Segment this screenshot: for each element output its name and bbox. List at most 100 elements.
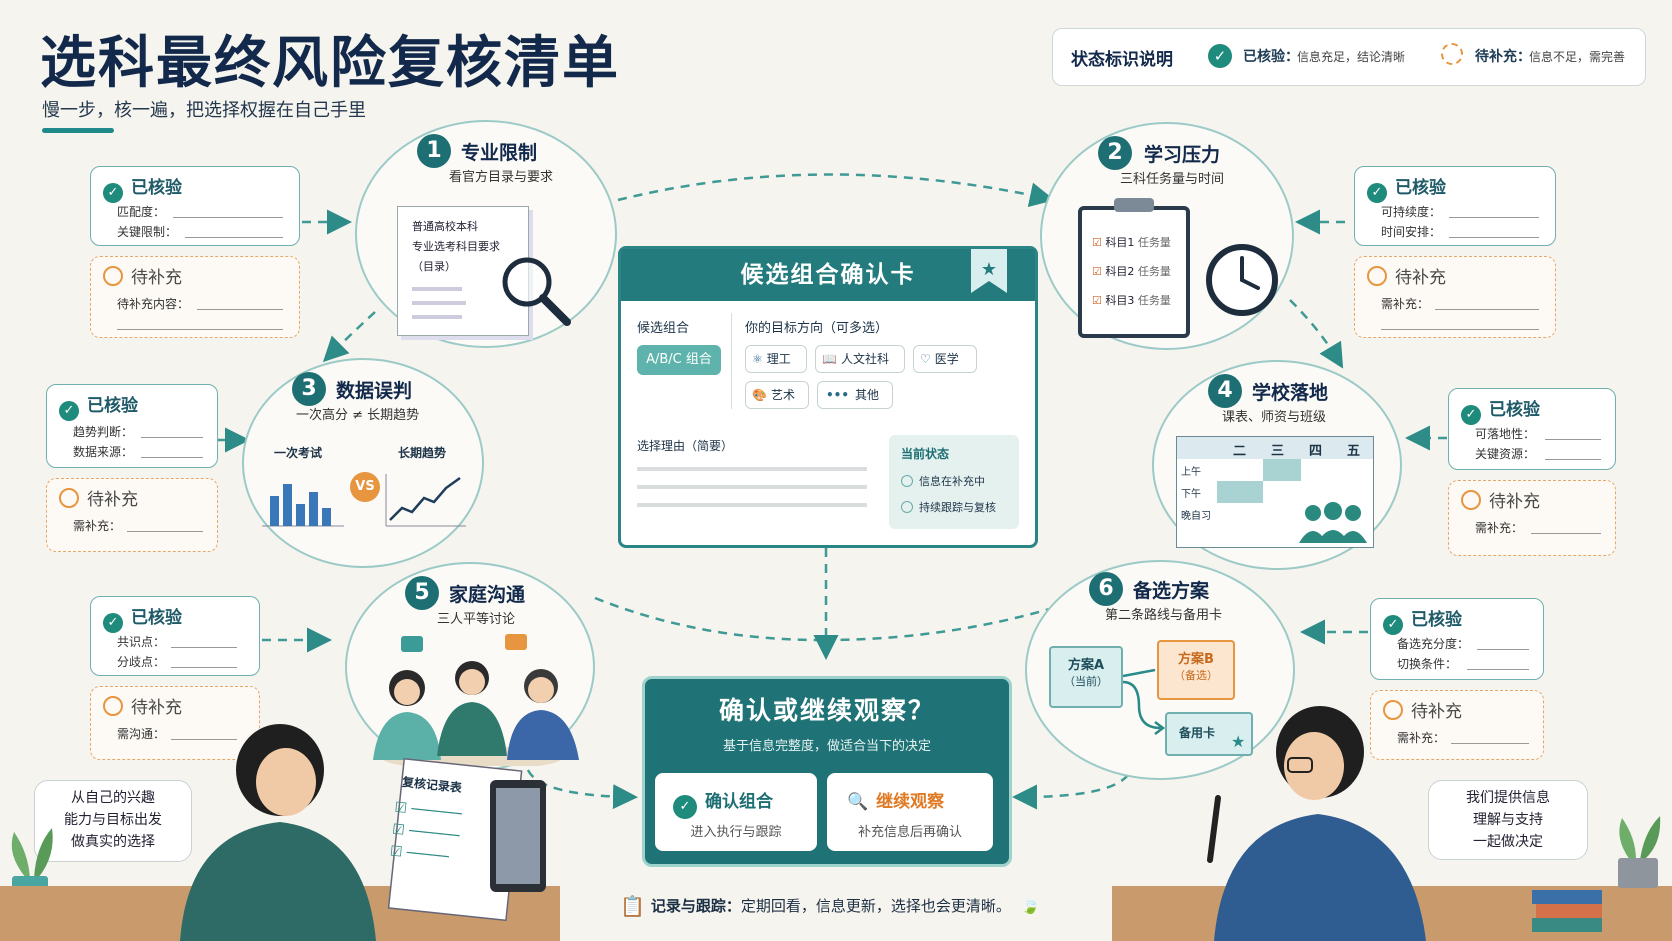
verified-field: 关键资源： bbox=[1475, 447, 1536, 461]
students-group-icon bbox=[1299, 502, 1367, 543]
combo-label: 候选组合 bbox=[637, 321, 690, 336]
status-label: 当前状态 bbox=[901, 447, 950, 461]
student-speech-bubble: 从自己的兴趣 能力与目标出发 做真实的选择 bbox=[34, 780, 192, 862]
step-1-pending-card: 待补充 待补充内容： bbox=[90, 256, 300, 338]
check-icon: ✓ bbox=[1461, 405, 1481, 425]
search-icon: 🔍 bbox=[847, 792, 869, 812]
confirm-sub: 进入执行与跟踪 bbox=[690, 825, 782, 840]
confirm-combo-button[interactable]: ✓确认组合 进入执行与跟踪 bbox=[655, 773, 817, 851]
more-dots-icon: ••• bbox=[826, 388, 850, 402]
check-icon: ✓ bbox=[103, 613, 123, 633]
parent-speech-bubble: 我们提供信息 理解与支持 一起做决定 bbox=[1428, 780, 1588, 860]
weekday-4: 五 bbox=[1347, 444, 1361, 459]
step-6-pending-card: 待补充 需补充： bbox=[1370, 690, 1544, 760]
step-6-verified-card: ✓已核验 备选充分度： 切换条件： bbox=[1370, 598, 1544, 680]
verified-field: 可持续度： bbox=[1381, 205, 1442, 219]
direction-option-medicine[interactable]: ♡医学 bbox=[913, 345, 977, 373]
verified-heading: ✓已核验 bbox=[103, 173, 182, 203]
status-option-1[interactable]: 信息在补充中 bbox=[901, 473, 985, 489]
doc-line-2: 专业选考科目要求 bbox=[412, 240, 500, 253]
pending-field: 需补充： bbox=[1381, 297, 1430, 311]
single-exam-bar-icon bbox=[262, 484, 344, 527]
bubble-line: 做真实的选择 bbox=[71, 834, 155, 850]
step-4-pending-card: 待补充 需补充： bbox=[1448, 480, 1616, 556]
step-4-title: 学校落地 bbox=[1252, 382, 1329, 404]
pending-field: 待补充内容： bbox=[117, 297, 190, 311]
current-status-panel: 当前状态 信息在补充中 持续跟踪与复核 bbox=[889, 435, 1019, 529]
step-2-node: 2 学习压力 三科任务量与时间 ☑ 科目1 任务量 ☑ 科目2 任务量 ☑ 科目… bbox=[1040, 122, 1294, 350]
branch-arrow-icon bbox=[1123, 668, 1166, 735]
pending-ring-icon bbox=[1441, 43, 1463, 65]
direction-label: 你的目标方向（可多选） bbox=[745, 321, 889, 336]
step-1-node: 1 专业限制 看官方目录与要求 普通高校本科 专业选考科目要求 （目录） bbox=[355, 120, 617, 348]
backup-label: 备用卡 bbox=[1179, 726, 1216, 740]
trend-line-icon bbox=[385, 474, 466, 527]
reason-line bbox=[637, 467, 867, 471]
timetable-grid: 二 三 四 五 上午 下午 晚自习 bbox=[1176, 436, 1374, 548]
keep-observing-button[interactable]: 🔍继续观察 补充信息后再确认 bbox=[827, 773, 993, 851]
step-3-subtitle: 一次高分 ≠ 长期趋势 bbox=[296, 408, 420, 423]
step-5-pending-card: 待补充 需沟通： bbox=[90, 686, 260, 760]
direction-option-art[interactable]: 🎨艺术 bbox=[745, 381, 809, 409]
verified-heading: ✓已核验 bbox=[103, 603, 182, 633]
clock-icon bbox=[1206, 244, 1278, 316]
pending-ring-icon bbox=[59, 488, 79, 508]
step-6-title: 备选方案 bbox=[1133, 580, 1210, 602]
family-discussion-illustration bbox=[373, 634, 579, 766]
page-title: 选科最终风险复核清单 bbox=[40, 31, 620, 96]
verified-field: 可落地性： bbox=[1475, 427, 1536, 441]
pending-field: 需补充： bbox=[73, 519, 122, 533]
legend-verified: ✓ bbox=[1208, 43, 1240, 68]
pending-heading: 待补充 bbox=[103, 693, 182, 718]
weekday-2: 三 bbox=[1271, 444, 1285, 459]
direction-option-other[interactable]: •••其他 bbox=[817, 381, 893, 409]
weekday-3: 四 bbox=[1309, 444, 1323, 459]
verified-field: 数据来源： bbox=[73, 445, 134, 459]
direction-option-humanities[interactable]: 📖人文社科 bbox=[815, 345, 905, 373]
verified-field: 匹配度： bbox=[117, 205, 166, 219]
check-icon: ✓ bbox=[673, 795, 697, 819]
radio-icon bbox=[901, 475, 913, 487]
pending-heading: 待补充 bbox=[59, 485, 138, 510]
step-1-number: 1 bbox=[417, 134, 451, 168]
combo-value-chip[interactable]: A/B/C 组合 bbox=[637, 345, 721, 375]
bubble-line: 从自己的兴趣 bbox=[71, 790, 155, 806]
legend-pending-desc: 信息不足，需完善 bbox=[1529, 50, 1626, 64]
footer-text: 定期回看，信息更新，选择也会更清晰。 bbox=[740, 897, 1011, 915]
step-2-verified-card: ✓已核验 可持续度： 时间安排： bbox=[1354, 166, 1556, 246]
slot-morning: 上午 bbox=[1181, 467, 1201, 478]
plant-pot-right-icon bbox=[1618, 816, 1661, 888]
atom-icon: ⚛ bbox=[752, 352, 763, 366]
pending-heading: 待补充 bbox=[103, 263, 182, 288]
pending-ring-icon bbox=[103, 266, 123, 286]
task-subject-2: 科目2 bbox=[1105, 265, 1135, 278]
plan-b-label: 方案B bbox=[1178, 652, 1214, 667]
slot-evening: 晚自习 bbox=[1181, 511, 1211, 522]
step-2-pending-card: 待补充 需补充： bbox=[1354, 256, 1556, 338]
bubble-line: 能力与目标出发 bbox=[64, 812, 162, 828]
task-load-2: 任务量 bbox=[1137, 265, 1171, 278]
step-4-number: 4 bbox=[1208, 374, 1242, 408]
observe-label: 继续观察 bbox=[876, 792, 945, 812]
slot-afternoon: 下午 bbox=[1181, 489, 1201, 500]
weekday-1: 二 bbox=[1233, 444, 1247, 459]
svg-text:★: ★ bbox=[981, 259, 997, 280]
direction-option-science[interactable]: ⚛理工 bbox=[745, 345, 807, 373]
step-6-node: 6 备选方案 第二条路线与备用卡 方案A （当前） 方案B （备选） 备用卡 ★ bbox=[1025, 560, 1295, 780]
catalog-document-icon: 普通高校本科 专业选考科目要求 （目录） bbox=[397, 206, 529, 336]
plan-a-card: 方案A （当前） bbox=[1049, 646, 1123, 708]
bubble-line: 理解与支持 bbox=[1473, 812, 1543, 828]
plan-b-card: 方案B （备选） bbox=[1157, 640, 1235, 700]
reason-line bbox=[637, 503, 867, 507]
task-subject-3: 科目3 bbox=[1105, 294, 1135, 307]
verified-field: 关键限制： bbox=[117, 225, 178, 239]
verified-field: 分歧点： bbox=[117, 655, 166, 669]
pending-heading: 待补充 bbox=[1367, 263, 1446, 288]
leaf-icon: 🍃 bbox=[1020, 897, 1040, 915]
step-3-node: 3 数据误判 一次高分 ≠ 长期趋势 一次考试 长期趋势 VS bbox=[242, 358, 484, 568]
status-option-2[interactable]: 持续跟踪与复核 bbox=[901, 499, 996, 515]
palette-icon: 🎨 bbox=[752, 388, 767, 402]
legend-verified-label: 已核验： bbox=[1243, 49, 1299, 65]
notepad-icon: 📋 bbox=[620, 894, 645, 918]
